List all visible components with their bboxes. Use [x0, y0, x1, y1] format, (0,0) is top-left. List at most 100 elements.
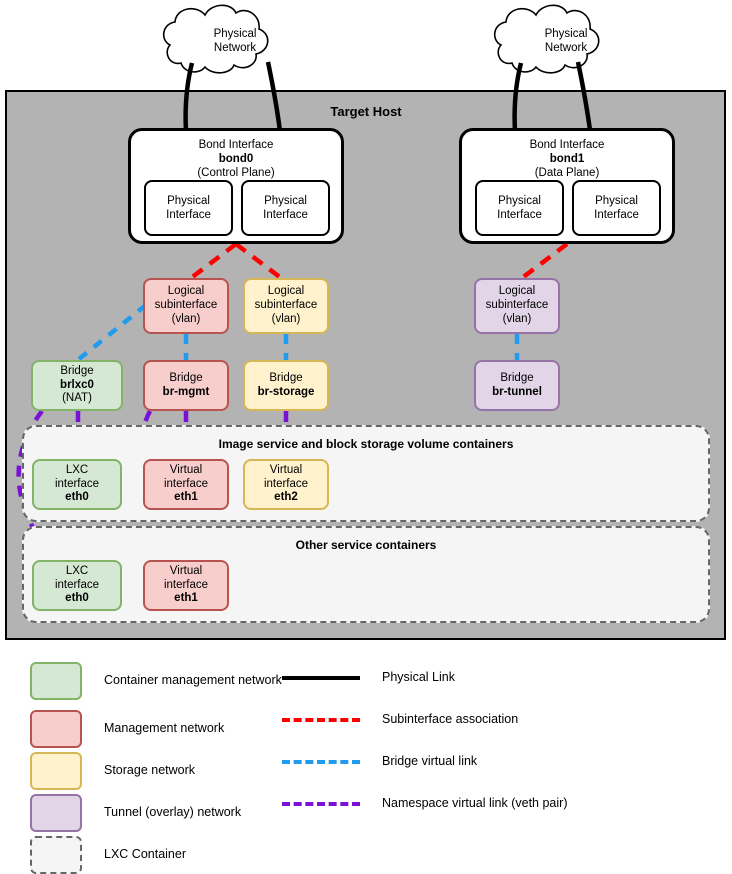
iface-eth1-image-block: Virtual interface eth1 [143, 459, 229, 510]
eth1a-line1: Virtual [169, 463, 203, 476]
container-other-services-title: Other service containers [295, 538, 437, 552]
bond1-phys1-line1: Physical [498, 194, 541, 207]
legend-swatch-tunnel [30, 794, 82, 832]
legend-swatch-row-0: Container management network [30, 662, 304, 700]
legend-swatch-row-1: Management network [30, 710, 304, 748]
eth0b-line1: LXC [65, 564, 89, 577]
diagram-canvas: Target Host [0, 4, 732, 874]
page-title: Target Host [330, 104, 402, 119]
bond0-name: bond0 [218, 152, 254, 165]
legend-label-3: Tunnel (overlay) network [104, 805, 242, 820]
legend-swatch-lxc-container [30, 836, 82, 874]
legend-label-1: Management network [104, 721, 225, 736]
bond1-phys1-line2: Interface [497, 209, 542, 221]
iface-eth2-image-block: Virtual interface eth2 [243, 459, 329, 510]
eth0a-line2: interface [54, 477, 100, 490]
legend-line-row-0: Physical Link [282, 670, 455, 686]
eth0a-line1: LXC [65, 463, 89, 476]
bond1-name: bond1 [549, 152, 585, 165]
iface-eth1-other: Virtual interface eth1 [143, 560, 229, 611]
br-tunnel-line1: Bridge [500, 371, 534, 384]
bond1-caption-text: Bond Interface [529, 139, 605, 151]
legend: Container management network Management … [0, 648, 732, 874]
bond1-phys2-line1: Physical [595, 194, 638, 207]
eth0a-name: eth0 [65, 491, 89, 504]
eth2a-name: eth2 [274, 491, 298, 504]
logical-subinterface-mgmt: Logical subinterface (vlan) [143, 278, 229, 334]
bridge-br-tunnel: Bridge br-tunnel [474, 360, 560, 411]
bridge-brlxc0: Bridge brlxc0 (NAT) [31, 360, 123, 411]
legend-line-label-0: Physical Link [382, 670, 455, 684]
bond0-phys2-line2: Interface [263, 209, 308, 221]
legend-swatch-row-4: LXC Container [30, 836, 304, 874]
subif-mgmt-line2: subinterface [154, 299, 218, 312]
br-tunnel-name: br-tunnel [492, 385, 542, 398]
brlxc0-name: brlxc0 [60, 378, 94, 391]
container-image-block-title: Image service and block storage volume c… [218, 437, 514, 451]
eth0b-name: eth0 [65, 592, 89, 605]
cloud-right-line1: Physical [544, 28, 588, 41]
bond1-caption: Bond Interface bond1 (Data Plane) [462, 139, 672, 180]
iface-eth0-image-block: LXC interface eth0 [32, 459, 122, 510]
subif-tunnel-line1: Logical [498, 285, 536, 298]
br-storage-line1: Bridge [269, 371, 303, 384]
subif-storage-line1: Logical [267, 285, 305, 298]
bond1-role: (Data Plane) [534, 166, 600, 179]
legend-line-physical [282, 675, 360, 680]
eth0b-line2: interface [54, 578, 100, 591]
bond0-physical-interface-2: Physical Interface [241, 180, 330, 236]
subif-storage-line2: subinterface [254, 299, 318, 312]
legend-swatch-storage [30, 752, 82, 790]
legend-line-label-1: Subinterface association [382, 712, 519, 726]
bond0-phys2-line1: Physical [264, 194, 307, 207]
legend-swatch-management [30, 710, 82, 748]
br-mgmt-line1: Bridge [169, 371, 203, 384]
legend-line-subinterface [282, 717, 360, 722]
logical-subinterface-storage: Logical subinterface (vlan) [243, 278, 329, 334]
cloud-right-label: Physical Network [506, 22, 626, 62]
legend-label-0: Container management network [104, 673, 282, 688]
cloud-left-line1: Physical [213, 28, 257, 41]
iface-eth0-other: LXC interface eth0 [32, 560, 122, 611]
legend-line-label-3: Namespace virtual link (veth pair) [382, 796, 568, 810]
legend-swatch-row-2: Storage network [30, 752, 304, 790]
legend-line-row-3: Namespace virtual link (veth pair) [282, 796, 568, 812]
bridge-br-mgmt: Bridge br-mgmt [143, 360, 229, 411]
bond0-phys1-line1: Physical [167, 194, 210, 207]
subif-tunnel-line3: (vlan) [502, 312, 532, 325]
bond1-physical-interface-2: Physical Interface [572, 180, 661, 236]
cloud-left-line2: Network [213, 42, 257, 54]
br-mgmt-name: br-mgmt [162, 385, 210, 398]
subif-mgmt-line1: Logical [167, 285, 205, 298]
br-storage-name: br-storage [257, 385, 315, 398]
eth2a-line1: Virtual [269, 463, 303, 476]
legend-label-4: LXC Container [104, 847, 186, 862]
cloud-right-line2: Network [544, 42, 588, 54]
eth1b-line1: Virtual [169, 564, 203, 577]
container-image-block: Image service and block storage volume c… [22, 425, 710, 522]
eth2a-line2: interface [263, 477, 309, 490]
legend-swatch-row-3: Tunnel (overlay) network [30, 794, 314, 832]
legend-line-row-1: Subinterface association [282, 712, 518, 728]
legend-line-bridge [282, 759, 360, 764]
eth1b-line2: interface [163, 578, 209, 591]
bridge-br-storage: Bridge br-storage [243, 360, 329, 411]
eth1a-line2: interface [163, 477, 209, 490]
logical-subinterface-tunnel: Logical subinterface (vlan) [474, 278, 560, 334]
eth1b-name: eth1 [174, 592, 198, 605]
brlxc0-line1: Bridge [60, 364, 94, 377]
legend-label-2: Storage network [104, 763, 196, 778]
subif-mgmt-line3: (vlan) [171, 312, 201, 325]
legend-line-label-2: Bridge virtual link [382, 754, 478, 768]
cloud-left-label: Physical Network [175, 22, 295, 62]
legend-swatch-container-management [30, 662, 82, 700]
container-other-services: Other service containers [22, 526, 710, 623]
bond1-phys2-line2: Interface [594, 209, 639, 221]
bond0-role: (Control Plane) [197, 166, 275, 179]
bond0-physical-interface-1: Physical Interface [144, 180, 233, 236]
bond0-caption: Bond Interface bond0 (Control Plane) [131, 139, 341, 180]
eth1a-name: eth1 [174, 491, 198, 504]
legend-line-row-2: Bridge virtual link [282, 754, 477, 770]
bond0-caption-text: Bond Interface [198, 139, 274, 151]
legend-line-namespace [282, 801, 360, 806]
